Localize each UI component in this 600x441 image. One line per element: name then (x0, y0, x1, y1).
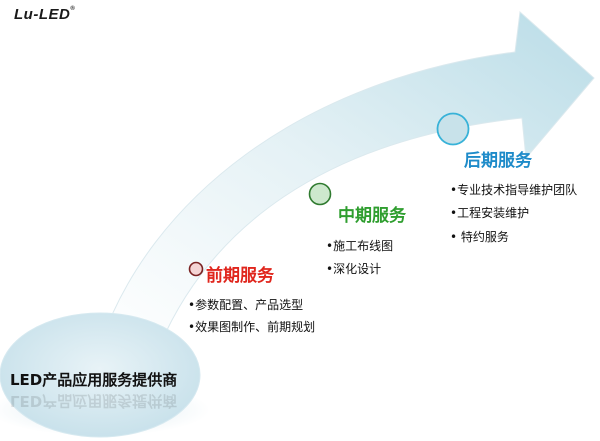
phase-title-early: 前期服务 (206, 266, 274, 286)
phase-title-mid: 中期服务 (338, 206, 406, 226)
registered-mark: ® (70, 6, 76, 12)
phase-mid-item-2: •深化设计 (326, 262, 382, 276)
phase-dot-late (436, 112, 470, 146)
provider-label-reflection: LED产品应用服务提供商 (10, 392, 178, 410)
provider-ellipse (0, 312, 201, 438)
brand-logo: Lu-LED® (14, 6, 75, 23)
logo-text: Lu-LED (14, 6, 71, 23)
phase-dot-early (188, 261, 204, 277)
phase-late-item-2: •工程安装维护 (450, 206, 530, 220)
phase-dot-mid (308, 182, 332, 206)
phase-mid-item-1: •施工布线图 (326, 239, 394, 253)
phase-title-late: 后期服务 (464, 151, 532, 171)
phase-early-item-1: •参数配置、产品选型 (188, 298, 304, 312)
phase-early-item-2: •效果图制作、前期规划 (188, 320, 316, 334)
phase-late-item-1: •专业技术指导维护团队 (450, 183, 578, 197)
phase-late-item-3: • 特约服务 (450, 230, 509, 244)
growth-arrow (99, 10, 595, 346)
provider-label: LED产品应用服务提供商 (10, 371, 178, 389)
